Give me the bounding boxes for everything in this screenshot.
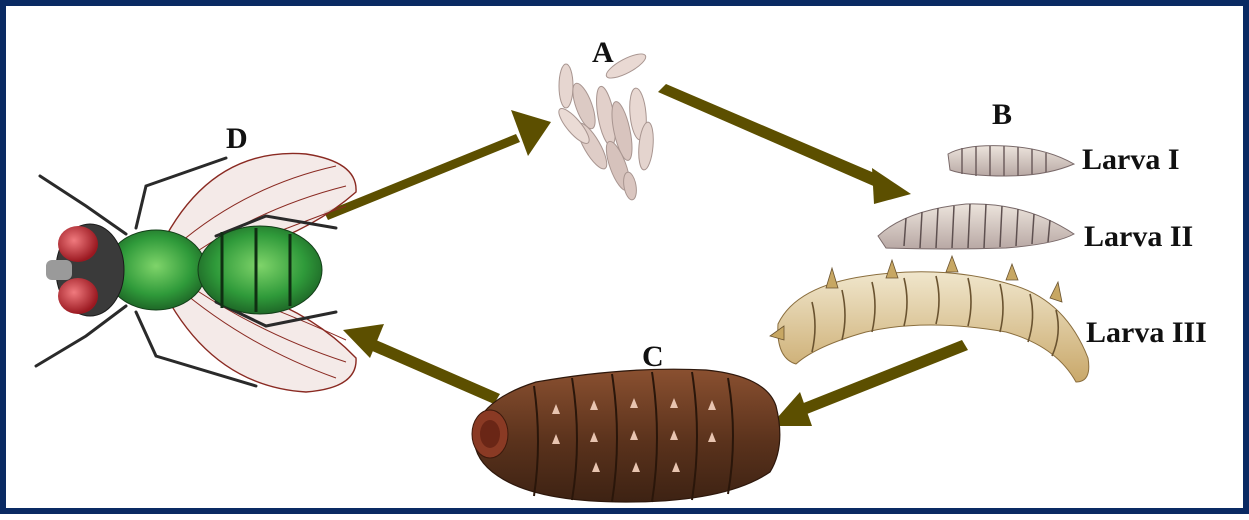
larva-label-2: Larva II (1084, 220, 1193, 253)
arrow-eggs-to-larvae (658, 84, 911, 204)
arrow-pupa-to-adult (343, 324, 500, 404)
arrow-adult-to-eggs (324, 110, 551, 220)
pupa-illustration (472, 369, 780, 502)
life-cycle-diagram: A B Larva I Larva II (6, 6, 1249, 520)
stage-label-d: D (226, 122, 248, 155)
larva-2-illustration (878, 204, 1074, 249)
larva-1-illustration (948, 146, 1074, 176)
stage-label-a: A (592, 36, 614, 69)
stage-label-b: B (992, 98, 1012, 131)
stage-label-c: C (642, 340, 664, 373)
fly-eye-icon (58, 278, 98, 314)
fly-eye-icon (58, 226, 98, 262)
larva-label-1: Larva I (1082, 143, 1180, 176)
adult-fly-illustration (36, 153, 356, 392)
eggs-illustration (554, 49, 655, 200)
larva-label-3: Larva III (1086, 316, 1207, 349)
